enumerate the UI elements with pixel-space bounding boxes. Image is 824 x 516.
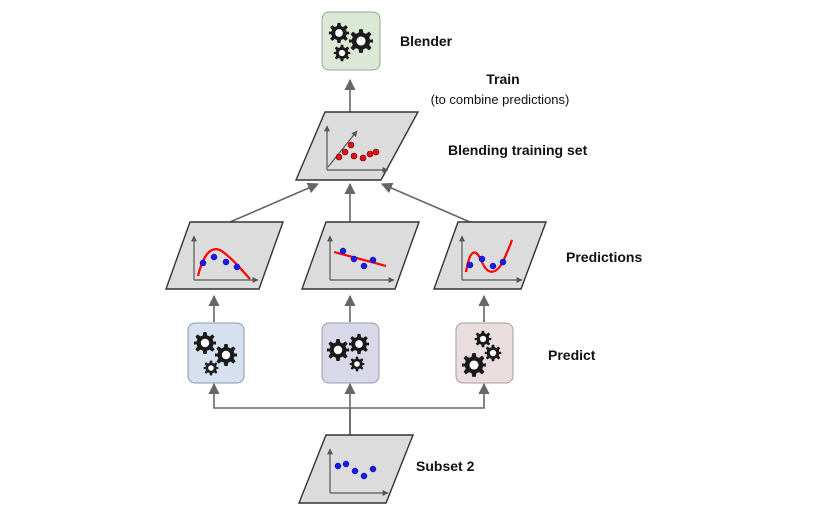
blue-points — [334, 460, 377, 480]
arrow-subset-to-predictor-1 — [208, 382, 351, 435]
prediction-panel-3 — [433, 221, 548, 290]
arrow-prediction-1-to-blending-set — [229, 182, 320, 223]
predictor-3 — [455, 322, 514, 384]
predictor-1-box — [187, 322, 245, 384]
predictions-label: Predictions — [566, 249, 642, 265]
prediction-curve — [333, 250, 387, 268]
blue-points — [466, 255, 507, 270]
subset-label: Subset 2 — [416, 458, 475, 474]
connector-arrows — [208, 78, 490, 435]
predictor-1 — [187, 322, 245, 384]
predictor-3-box — [455, 322, 514, 384]
prediction-panel-2 — [301, 221, 420, 290]
prediction-curve — [464, 239, 514, 273]
blender-label: Blender — [400, 33, 453, 49]
predict-label: Predict — [548, 347, 596, 363]
train-note-label: (to combine predictions) — [431, 92, 570, 107]
blue-points — [339, 247, 377, 270]
mini-axes — [324, 125, 389, 173]
train-label: Train — [486, 71, 519, 87]
blending-training-set-label: Blending training set — [448, 142, 588, 158]
blending-training-set-panel — [294, 111, 420, 181]
blender-node — [321, 11, 381, 71]
red-points — [335, 141, 380, 162]
arrow-prediction-3-to-blending-set — [380, 182, 471, 223]
predictor-2 — [321, 322, 380, 384]
prediction-panel-1 — [165, 221, 284, 290]
arrow-subset-to-predictor-3 — [350, 382, 490, 409]
blue-points — [199, 253, 241, 271]
subset-panel — [297, 434, 415, 504]
